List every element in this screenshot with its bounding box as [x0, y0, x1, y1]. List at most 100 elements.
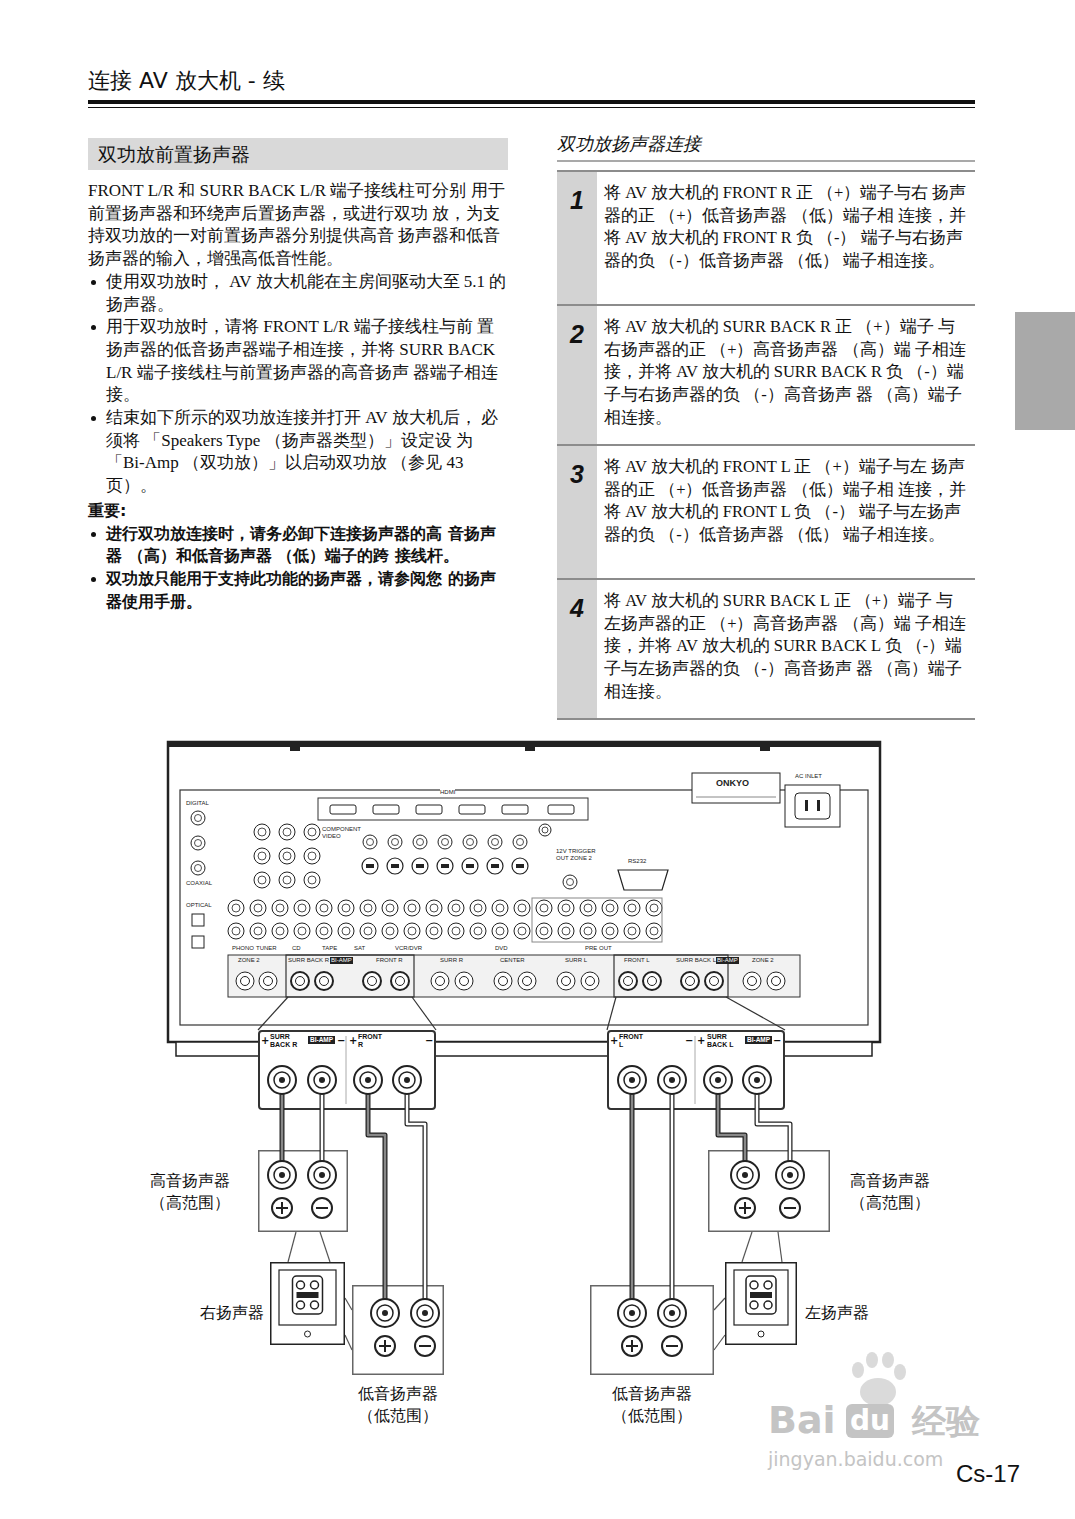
terminal-label: SURR L: [565, 957, 587, 964]
receiver-illustration: [168, 742, 880, 1056]
page-header: 连接 AV 放大机 - 续: [88, 66, 285, 96]
watermark: Bai: [768, 1398, 836, 1442]
jack-label: TUNER: [256, 945, 277, 952]
jack-label: TAPE: [322, 945, 337, 952]
terminal-label: SURR BACK R: [288, 957, 329, 964]
terminal-drawing: [590, 1285, 714, 1375]
bi-amp-tag: BI-AMP: [716, 957, 739, 964]
bi-amp-tag: BI-AMP: [330, 957, 353, 964]
bullet-item: 进行双功放连接时，请务必卸下连接扬声器的高 音扬声器 （高）和低音扬声器 （低）…: [88, 523, 508, 568]
jack-label: SAT: [354, 945, 365, 952]
terminal-label: FRONT R: [376, 957, 403, 964]
polarity-sign: +: [261, 1036, 269, 1046]
number-cell: 4: [557, 580, 597, 718]
tweeter-terminals: 高音扬声器 （高范围）: [258, 1150, 348, 1232]
section-heading: 双功放前置扬声器: [88, 138, 508, 170]
brand-label: ONKYO: [716, 778, 749, 788]
terminal-caption: 低音扬声器 （低范围）: [345, 1383, 451, 1427]
watermark: 经验: [912, 1400, 980, 1442]
polarity-sign: +: [610, 1036, 618, 1046]
polarity-sign: −: [337, 1036, 345, 1046]
step-number: 4: [557, 580, 597, 622]
note-heading: 重要:: [88, 500, 508, 523]
subheading: 双功放扬声器连接: [557, 132, 701, 156]
paragraph: FRONT L/R 和 SURR BACK L/R 端子接线柱可分别 用于前置扬…: [88, 180, 508, 271]
step-number: 3: [557, 446, 597, 488]
number-cell: 3: [557, 446, 597, 578]
terminal-drawing: [708, 1150, 830, 1232]
speaker-wire: [368, 1110, 425, 1285]
bullet-item: 双功放只能用于支持此功能的扬声器，请参阅您 的扬声器使用手册。: [88, 568, 508, 613]
terminal-label: ZONE 2: [238, 957, 260, 964]
jack-label: VCR/DVR: [395, 945, 422, 952]
terminal-drawing: [352, 1285, 444, 1375]
page-number: Cs-17: [956, 1460, 1020, 1488]
polarity-sign: −: [773, 1036, 781, 1046]
panel-label: 12V TRIGGER OUT ZONE 2: [556, 848, 600, 862]
bullet-item: 结束如下所示的双功放连接并打开 AV 放大机后， 必须将 「Speakers T…: [88, 407, 508, 498]
section-band: 双功放前置扬声器: [88, 138, 508, 170]
terminal-caption: 低音扬声器 （低范围）: [599, 1383, 705, 1427]
subheading-rule: [557, 160, 975, 162]
speaker-caption: 右扬声器: [196, 1302, 264, 1324]
step-text: 将 AV 放大机的 FRONT R 正 （+）端子与右 扬声器的正 （+）低音扬…: [604, 172, 970, 285]
terminal-panel: FRONT L SURR BACK L BI-AMP: [607, 1030, 785, 1110]
woofer-terminals: 低音扬声器 （低范围）: [590, 1285, 714, 1375]
polarity-sign: −: [685, 1036, 693, 1046]
terminal-name: SURR BACK L: [707, 1033, 737, 1049]
panel-label: COMPONENT VIDEO: [322, 826, 360, 840]
watermark-paw: [852, 1352, 906, 1406]
terminal-name: FRONT R: [358, 1033, 388, 1049]
step-text: 将 AV 放大机的 SURR BACK R 正 （+）端子 与右扬声器的正 （+…: [604, 306, 970, 442]
jack-label: PRE OUT: [585, 945, 612, 952]
tweeter-terminals: 高音扬声器 （高范围）: [708, 1150, 830, 1232]
jack-label: CD: [292, 945, 301, 952]
speaker-wire: [282, 1110, 322, 1150]
panel-label: COAXIAL: [186, 880, 212, 887]
woofer-terminals: 低音扬声器 （低范围）: [352, 1285, 444, 1375]
step-number: 1: [557, 172, 597, 214]
jack-label: DVD: [495, 945, 508, 952]
speaker-caption: 左扬声器: [805, 1302, 877, 1324]
speaker-wire: [632, 1110, 672, 1285]
bullet-item: 用于双功放时，请将 FRONT L/R 端子接线柱与前 置扬声器的低音扬声器端子…: [88, 316, 508, 407]
polarity-sign: −: [425, 1036, 433, 1046]
step-text: 将 AV 放大机的 SURR BACK L 正 （+）端子 与左扬声器的正 （+…: [604, 580, 970, 716]
panel-label: OPTICAL: [186, 902, 212, 909]
speaker-wire: [718, 1110, 790, 1150]
terminal-label: SURR R: [440, 957, 463, 964]
terminal-caption: 高音扬声器 （高范围）: [840, 1170, 940, 1214]
bi-amp-tag: BI-AMP: [308, 1036, 335, 1044]
terminal-panel: SURR BACK R BI-AMP FRONT R: [258, 1030, 436, 1110]
watermark: du: [846, 1404, 894, 1438]
bullet-item: 使用双功放时， AV 放大机能在主房间驱动大至 5.1 的扬声器。: [88, 271, 508, 316]
polarity-sign: +: [697, 1036, 705, 1046]
step-box: 2将 AV 放大机的 SURR BACK R 正 （+）端子 与右扬声器的正 （…: [557, 306, 975, 446]
panel-label: AC INLET: [795, 773, 822, 780]
watermark: jingyan.baidu.com: [768, 1448, 943, 1470]
panel-label: DIGITAL: [186, 800, 209, 807]
step-text: 将 AV 放大机的 FRONT L 正 （+）端子与左 扬声器的正 （+）低音扬…: [604, 446, 970, 559]
terminal-label: SURR BACK L: [676, 957, 716, 964]
terminal-caption: 高音扬声器 （高范围）: [140, 1170, 240, 1214]
number-cell: 1: [557, 172, 597, 304]
panel-label: HDMI: [440, 789, 455, 796]
header-rule: [88, 107, 975, 108]
terminal-name: FRONT L: [619, 1033, 649, 1049]
speaker-box: 左扬声器: [725, 1262, 797, 1345]
bi-amp-tag: BI-AMP: [745, 1036, 772, 1044]
zoom-lines: [258, 955, 785, 1030]
side-tab: [1015, 312, 1075, 430]
terminal-drawing: [258, 1150, 348, 1232]
jack-label: PHONO: [232, 945, 254, 952]
speaker-drawing: [270, 1262, 345, 1345]
polarity-sign: +: [349, 1036, 357, 1046]
terminal-name: SURR BACK R: [270, 1033, 300, 1049]
step-box: 3将 AV 放大机的 FRONT L 正 （+）端子与左 扬声器的正 （+）低音…: [557, 446, 975, 580]
terminal-label: ZONE 2: [752, 957, 774, 964]
step-box: 4将 AV 放大机的 SURR BACK L 正 （+）端子 与左扬声器的正 （…: [557, 580, 975, 720]
header-rule: [88, 100, 975, 104]
speaker-drawing: [725, 1262, 797, 1345]
speaker-box: 右扬声器: [270, 1262, 345, 1345]
terminal-label: FRONT L: [624, 957, 650, 964]
